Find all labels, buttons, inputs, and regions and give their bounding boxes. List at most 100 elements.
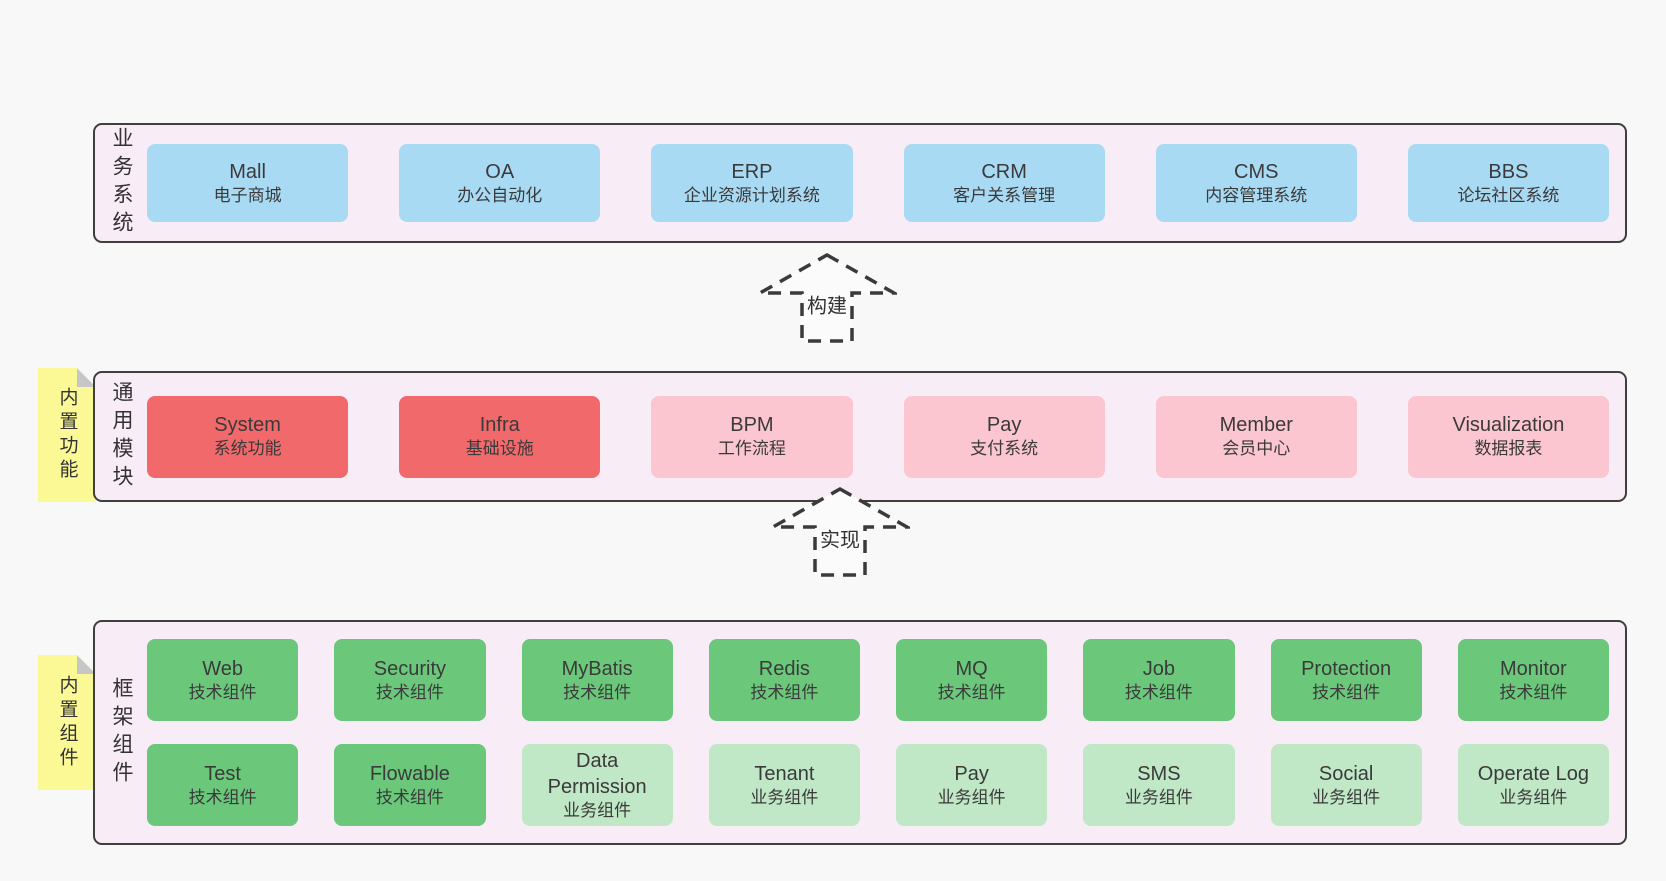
module-box-infra: Infra 基础设施 xyxy=(399,395,601,478)
panel-framework-components: 框架组件 Web 技术组件 Security 技术组件 MyBatis 技术组件… xyxy=(93,620,1627,845)
module-name: Test xyxy=(204,762,241,785)
module-desc: 业务组件 xyxy=(563,800,632,820)
module-box-pay: Pay 支付系统 xyxy=(903,395,1105,478)
module-box-operate-log: Operate Log 业务组件 xyxy=(1457,744,1609,826)
module-desc: 技术组件 xyxy=(375,787,444,807)
module-name: Monitor xyxy=(1500,657,1567,680)
arrow-label: 实现 xyxy=(817,523,863,553)
module-desc: 技术组件 xyxy=(563,682,632,702)
module-box-data-permission: Data Permission 业务组件 xyxy=(521,744,673,826)
module-name: BPM xyxy=(730,414,774,437)
module-row: Test 技术组件 Flowable 技术组件 Data Permission … xyxy=(147,744,1609,826)
module-name: SMS xyxy=(1137,762,1181,785)
panel-content: Web 技术组件 Security 技术组件 MyBatis 技术组件 Redi… xyxy=(147,622,1625,843)
module-name: OA xyxy=(485,160,515,183)
module-name: Data Permission xyxy=(547,749,647,798)
module-box-redis: Redis 技术组件 xyxy=(708,639,860,721)
module-desc: 技术组件 xyxy=(1124,682,1193,702)
module-name: Mall xyxy=(229,160,266,183)
module-desc: 业务组件 xyxy=(1499,787,1568,807)
panel-content: Mall 电子商城 OA 办公自动化 ERP 企业资源计划系统 CRM 客户关系… xyxy=(147,125,1625,241)
module-desc: 办公自动化 xyxy=(457,185,543,205)
module-name: Pay xyxy=(986,414,1022,437)
module-desc: 技术组件 xyxy=(1312,682,1381,702)
module-desc: 业务组件 xyxy=(750,787,819,807)
module-box-web: Web 技术组件 xyxy=(147,639,299,721)
module-row: Mall 电子商城 OA 办公自动化 ERP 企业资源计划系统 CRM 客户关系… xyxy=(147,144,1610,222)
arrow-label: 构建 xyxy=(804,289,850,319)
module-desc: 业务组件 xyxy=(1124,787,1193,807)
module-box-protection: Protection 技术组件 xyxy=(1270,639,1422,721)
module-name: Tenant xyxy=(754,762,815,785)
module-name: Operate Log xyxy=(1477,762,1589,785)
module-box-pay: Pay 业务组件 xyxy=(896,744,1048,826)
module-box-social: Social 业务组件 xyxy=(1270,744,1422,826)
module-desc: 数据报表 xyxy=(1474,439,1543,459)
module-box-cms: CMS 内容管理系统 xyxy=(1155,144,1357,222)
module-box-erp: ERP 企业资源计划系统 xyxy=(651,144,853,222)
module-box-mall: Mall 电子商城 xyxy=(147,144,349,222)
module-desc: 电子商城 xyxy=(213,185,282,205)
module-name: Flowable xyxy=(369,762,450,785)
module-box-security: Security 技术组件 xyxy=(334,639,486,721)
module-desc: 技术组件 xyxy=(750,682,819,702)
module-row: Web 技术组件 Security 技术组件 MyBatis 技术组件 Redi… xyxy=(147,639,1609,721)
module-row: System 系统功能 Infra 基础设施 BPM 工作流程 Pay 支付系统… xyxy=(147,395,1610,478)
module-box-test: Test 技术组件 xyxy=(147,744,299,826)
module-desc: 技术组件 xyxy=(188,787,257,807)
module-box-system: System 系统功能 xyxy=(147,395,349,478)
sticky-note-label: 内置功能 xyxy=(56,387,78,483)
module-name: CMS xyxy=(1234,160,1279,183)
module-desc: 技术组件 xyxy=(375,682,444,702)
module-name: Redis xyxy=(758,657,810,680)
module-box-mybatis: MyBatis 技术组件 xyxy=(521,639,673,721)
sticky-note-built-in-components: 内置组件 xyxy=(38,655,96,790)
module-desc: 工作流程 xyxy=(717,439,786,459)
module-box-crm: CRM 客户关系管理 xyxy=(903,144,1105,222)
module-name: Infra xyxy=(479,414,520,437)
panel-label: 框架组件 xyxy=(110,676,133,789)
module-name: MyBatis xyxy=(561,657,633,680)
module-box-mq: MQ 技术组件 xyxy=(896,639,1048,721)
module-box-oa: OA 办公自动化 xyxy=(399,144,601,222)
module-desc: 客户关系管理 xyxy=(953,185,1056,205)
module-name: Protection xyxy=(1301,657,1392,680)
module-desc: 支付系统 xyxy=(970,439,1039,459)
module-desc: 基础设施 xyxy=(465,439,534,459)
module-desc: 论坛社区系统 xyxy=(1457,185,1560,205)
module-name: BBS xyxy=(1488,160,1529,183)
sticky-note-label: 内置组件 xyxy=(56,674,78,771)
module-desc: 技术组件 xyxy=(1499,682,1568,702)
module-name: Visualization xyxy=(1452,414,1565,437)
module-box-bpm: BPM 工作流程 xyxy=(651,395,853,478)
module-box-bbs: BBS 论坛社区系统 xyxy=(1407,144,1610,222)
module-desc: 会员中心 xyxy=(1222,439,1291,459)
module-box-sms: SMS 业务组件 xyxy=(1083,744,1235,826)
module-box-flowable: Flowable 技术组件 xyxy=(334,744,486,826)
module-name: Social xyxy=(1318,762,1374,785)
module-name: CRM xyxy=(981,160,1027,183)
module-box-monitor: Monitor 技术组件 xyxy=(1457,639,1609,721)
module-desc: 技术组件 xyxy=(937,682,1006,702)
panel-label: 业务系统 xyxy=(110,127,133,239)
arrow-build: 构建 xyxy=(757,252,897,344)
module-name: Job xyxy=(1142,657,1175,680)
module-name: Web xyxy=(202,657,243,680)
module-box-tenant: Tenant 业务组件 xyxy=(708,744,860,826)
module-box-member: Member 会员中心 xyxy=(1155,395,1357,478)
module-desc: 企业资源计划系统 xyxy=(683,185,820,205)
panel-business-systems: 业务系统 Mall 电子商城 OA 办公自动化 ERP 企业资源计划系统 CRM… xyxy=(93,123,1627,243)
module-name: MQ xyxy=(955,657,988,680)
module-name: System xyxy=(214,414,281,437)
module-box-visualization: Visualization 数据报表 xyxy=(1407,395,1610,478)
module-desc: 业务组件 xyxy=(1312,787,1381,807)
module-desc: 系统功能 xyxy=(213,439,282,459)
module-desc: 内容管理系统 xyxy=(1205,185,1308,205)
module-name: Pay xyxy=(954,762,989,785)
panel-content: System 系统功能 Infra 基础设施 BPM 工作流程 Pay 支付系统… xyxy=(147,373,1625,500)
arrow-implement: 实现 xyxy=(770,486,910,578)
module-box-job: Job 技术组件 xyxy=(1083,639,1235,721)
module-desc: 技术组件 xyxy=(188,682,257,702)
module-desc: 业务组件 xyxy=(937,787,1006,807)
